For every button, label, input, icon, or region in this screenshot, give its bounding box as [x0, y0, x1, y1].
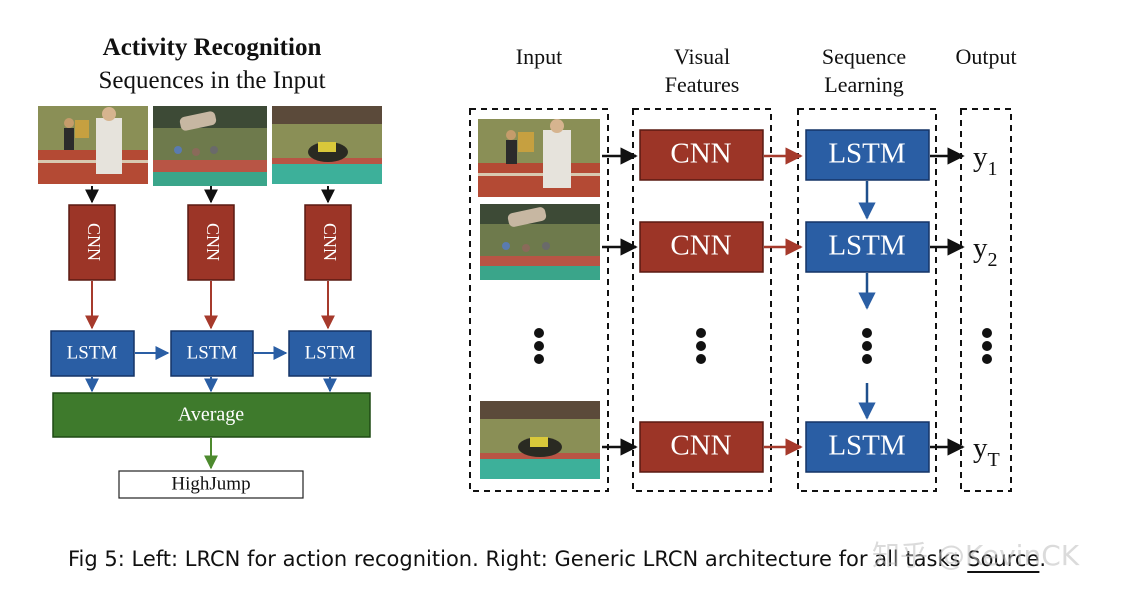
left-cnn-2: CNN [187, 204, 235, 281]
right-lstm-1-label: LSTM [828, 138, 905, 170]
output-ellipsis [982, 328, 992, 364]
right-cnn-3-label: CNN [670, 430, 731, 462]
left-title: Activity Recognition [103, 34, 322, 61]
left-lstm-1: LSTM [50, 330, 135, 377]
left-frame-3 [272, 106, 382, 184]
left-cnn-2-label: CNN [203, 223, 223, 261]
left-lstm-2-label: LSTM [187, 342, 238, 363]
header-sequence-line2: Learning [824, 72, 903, 97]
input-ellipsis [534, 328, 544, 364]
left-lstm-3-label: LSTM [305, 342, 356, 363]
right-cnn-1-label: CNN [670, 138, 731, 170]
left-lstm-2: LSTM [170, 330, 254, 377]
sequence-column-box [797, 108, 937, 492]
right-cnn-3: CNN [639, 421, 764, 473]
highjump-output-box: HighJump [118, 470, 304, 499]
highjump-label: HighJump [171, 473, 250, 494]
header-sequence-line1: Sequence [822, 44, 906, 69]
source-link[interactable]: Source [967, 547, 1040, 571]
right-frame-2 [480, 204, 600, 280]
output-column-box [960, 108, 1012, 492]
figure-caption: Fig 5: Left: LRCN for action recognition… [68, 547, 1046, 571]
right-frame-1 [478, 119, 600, 197]
lstm-ellipsis [862, 328, 872, 364]
input-column-box [469, 108, 609, 492]
right-lstm-3: LSTM [805, 421, 930, 473]
right-lstm-2-label: LSTM [828, 230, 905, 262]
header-output: Output [955, 44, 1016, 69]
right-cnn-1: CNN [639, 129, 764, 181]
left-cnn-1-label: CNN [84, 223, 104, 261]
left-lstm-1-label: LSTM [67, 342, 118, 363]
cnn-ellipsis [696, 328, 706, 364]
left-cnn-3-label: CNN [320, 223, 340, 261]
right-lstm-3-label: LSTM [828, 430, 905, 462]
output-y2: y2 [973, 232, 998, 271]
left-cnn-3: CNN [304, 204, 352, 281]
caption-end: . [1039, 547, 1047, 571]
right-frame-3 [480, 401, 600, 479]
caption-text: Fig 5: Left: LRCN for action recognition… [68, 547, 968, 571]
header-input: Input [516, 44, 562, 69]
left-frame-1 [38, 106, 148, 184]
watermark: 知乎 @KevinCK [872, 539, 1080, 572]
left-frame-2 [153, 106, 267, 186]
average-label: Average [178, 404, 244, 426]
right-lstm-1: LSTM [805, 129, 930, 181]
left-subtitle: Sequences in the Input [98, 67, 325, 94]
left-lstm-3: LSTM [288, 330, 372, 377]
output-yT: yT [973, 432, 1000, 471]
right-lstm-2: LSTM [805, 221, 930, 273]
header-visual-line2: Features [665, 72, 740, 97]
right-cnn-2-label: CNN [670, 230, 731, 262]
visual-column-box [632, 108, 772, 492]
output-y1: y1 [973, 141, 998, 180]
average-box: Average [52, 392, 371, 438]
left-cnn-1: CNN [68, 204, 116, 281]
header-visual-line1: Visual [674, 44, 730, 69]
right-cnn-2: CNN [639, 221, 764, 273]
